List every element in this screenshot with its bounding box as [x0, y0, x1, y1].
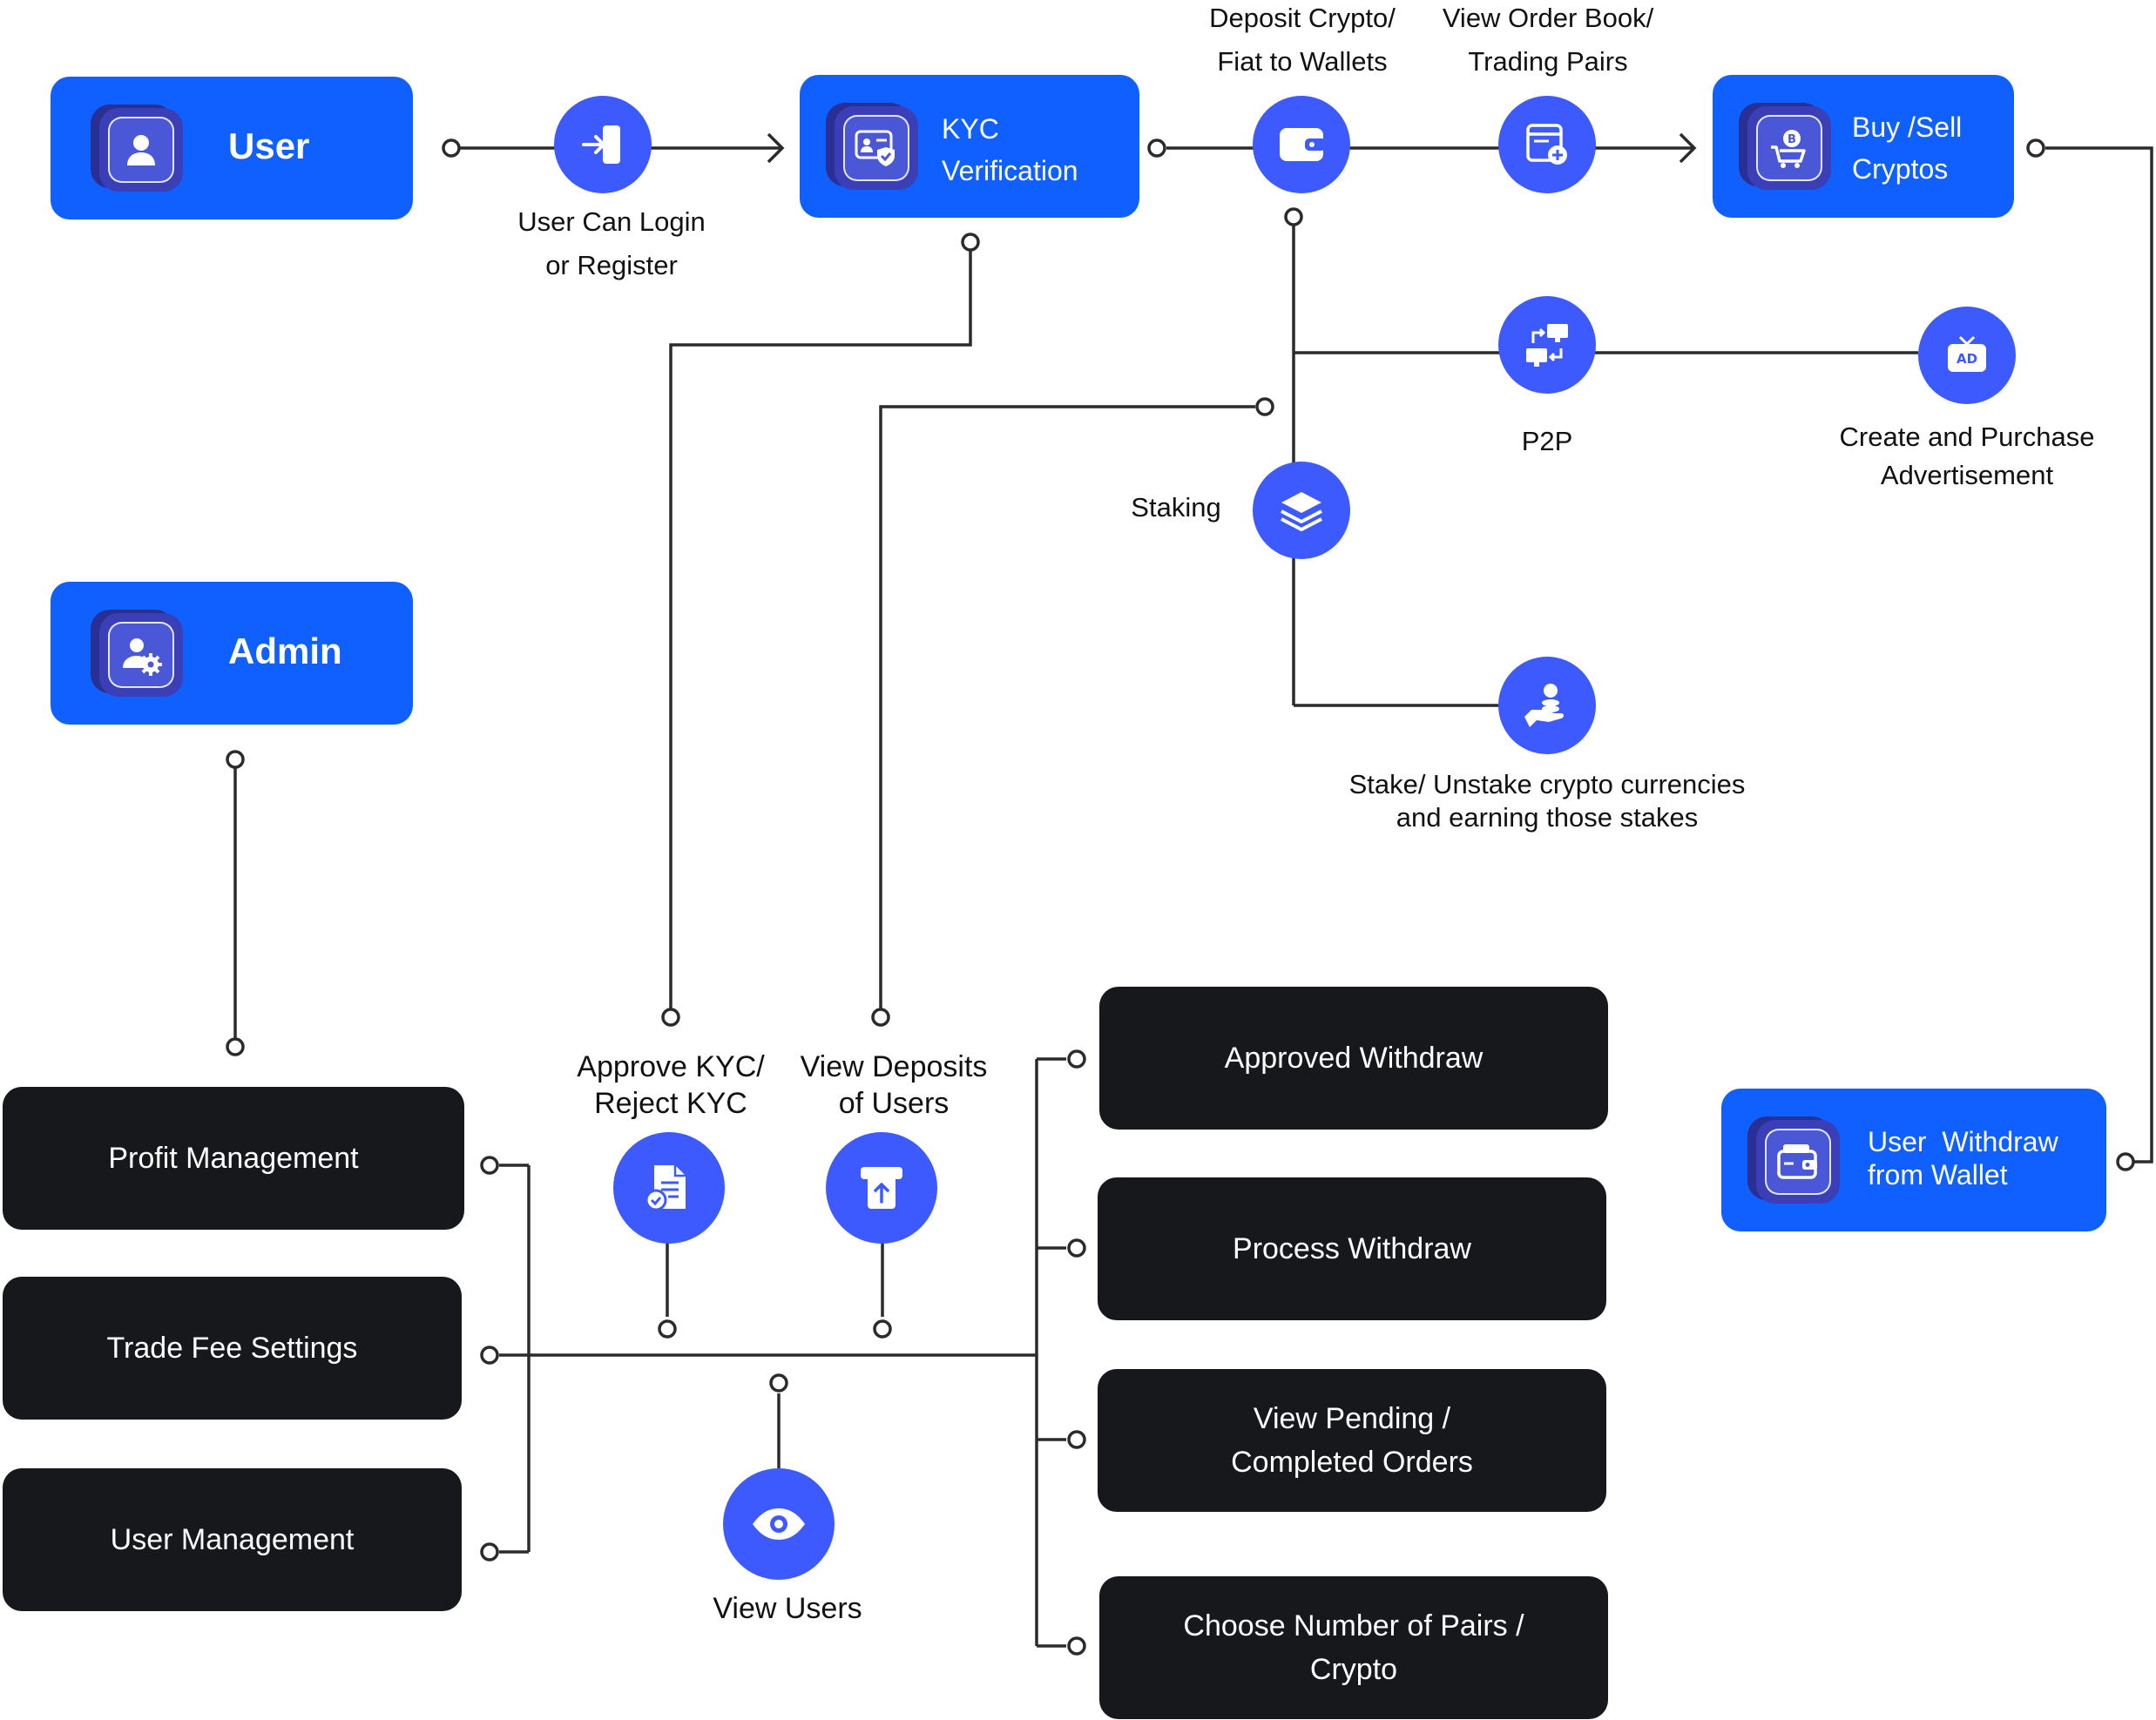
user-management-label: User Management [110, 1523, 355, 1556]
admin-title: Admin [228, 631, 342, 671]
choose-pairs-label-line1: Choose Number of Pairs / [1183, 1609, 1524, 1642]
approve-kyc-node[interactable] [613, 1132, 725, 1244]
trade-fee-settings-label: Trade Fee Settings [106, 1332, 358, 1365]
order-book-node[interactable] [1498, 96, 1596, 193]
deposit-label: Deposit Crypto/Fiat to Wallets [1209, 3, 1396, 77]
user-icon-box [99, 108, 183, 192]
login-icon [582, 125, 620, 164]
order-book-label: View Order Book/Trading Pairs [1442, 3, 1654, 77]
kyc-icon-box [835, 106, 918, 190]
login-node[interactable] [554, 96, 652, 193]
buysell-title-line1: Buy /Sell [1852, 111, 1963, 143]
svg-text:B: B [1788, 133, 1796, 146]
approved-withdraw-label: Approved Withdraw [1224, 1042, 1484, 1075]
p2p-transfer-icon [1526, 324, 1568, 367]
view-orders-label-line2: Completed Orders [1231, 1446, 1473, 1479]
deposit-node[interactable] [1253, 96, 1350, 193]
view-users-label: View Users [713, 1592, 862, 1625]
choose-pairs-button[interactable]: Choose Number of Pairs / Crypto [1099, 1576, 1608, 1719]
hand-coin-icon [1524, 684, 1564, 727]
user-withdraw-node[interactable]: User Withdraw from Wallet [1721, 1089, 2106, 1231]
kyc-title-line1: KYC [942, 113, 999, 145]
kyc-verification-node[interactable]: KYC Verification [800, 75, 1139, 218]
order-book-icon [1526, 124, 1567, 165]
admin-node[interactable]: Admin [51, 582, 413, 725]
user-node[interactable]: User [51, 77, 413, 219]
svg-text:AD: AD [1957, 351, 1977, 367]
user-title: User [228, 125, 310, 166]
buysell-title-line2: Cryptos [1852, 153, 1949, 185]
process-withdraw-button[interactable]: Process Withdraw [1098, 1177, 1606, 1320]
approve-kyc-label: Approve KYC/Reject KYC [577, 1050, 765, 1120]
staking-node[interactable] [1253, 462, 1350, 559]
eye-icon [753, 1508, 805, 1540]
profit-management-button[interactable]: Profit Management [3, 1087, 464, 1230]
view-users-node[interactable] [723, 1468, 835, 1580]
profit-management-label: Profit Management [108, 1142, 359, 1175]
document-check-icon [645, 1165, 686, 1211]
wallet-icon [1280, 128, 1326, 161]
choose-pairs-label-line2: Crypto [1309, 1653, 1398, 1686]
ad-tv-icon: AD [1948, 335, 1986, 372]
wallet-icon [1765, 1129, 1831, 1195]
p2p-node[interactable] [1498, 296, 1596, 394]
layers-icon [1281, 492, 1322, 531]
approved-withdraw-button[interactable]: Approved Withdraw [1099, 987, 1608, 1130]
stake-unstake-node[interactable] [1498, 657, 1596, 754]
admin-icon-box [99, 613, 183, 697]
view-deposits-node[interactable] [826, 1132, 937, 1244]
id-card-shield-icon [843, 115, 909, 181]
user-gear-icon [108, 622, 174, 688]
advertisement-node[interactable]: AD [1918, 307, 2016, 404]
user-management-button[interactable]: User Management [3, 1468, 462, 1611]
p2p-label: P2P [1521, 426, 1573, 456]
user-icon [108, 117, 174, 183]
view-orders-button[interactable]: View Pending / Completed Orders [1098, 1369, 1606, 1512]
buysell-icon-box: B [1747, 106, 1831, 190]
kyc-title-line2: Verification [942, 155, 1078, 186]
withdraw-title-line2: from Wallet [1868, 1159, 2008, 1191]
buy-sell-node[interactable]: B Buy /Sell Cryptos [1713, 75, 2014, 218]
deposit-upload-icon [861, 1167, 902, 1209]
withdraw-icon-box [1756, 1120, 1840, 1204]
trade-fee-settings-button[interactable]: Trade Fee Settings [3, 1277, 462, 1420]
view-orders-label-line1: View Pending / [1253, 1402, 1451, 1435]
withdraw-title-line1: User Withdraw [1868, 1126, 2058, 1157]
process-withdraw-label: Process Withdraw [1233, 1232, 1471, 1265]
staking-label: Staking [1131, 492, 1221, 523]
crypto-cart-icon: B [1756, 115, 1822, 181]
